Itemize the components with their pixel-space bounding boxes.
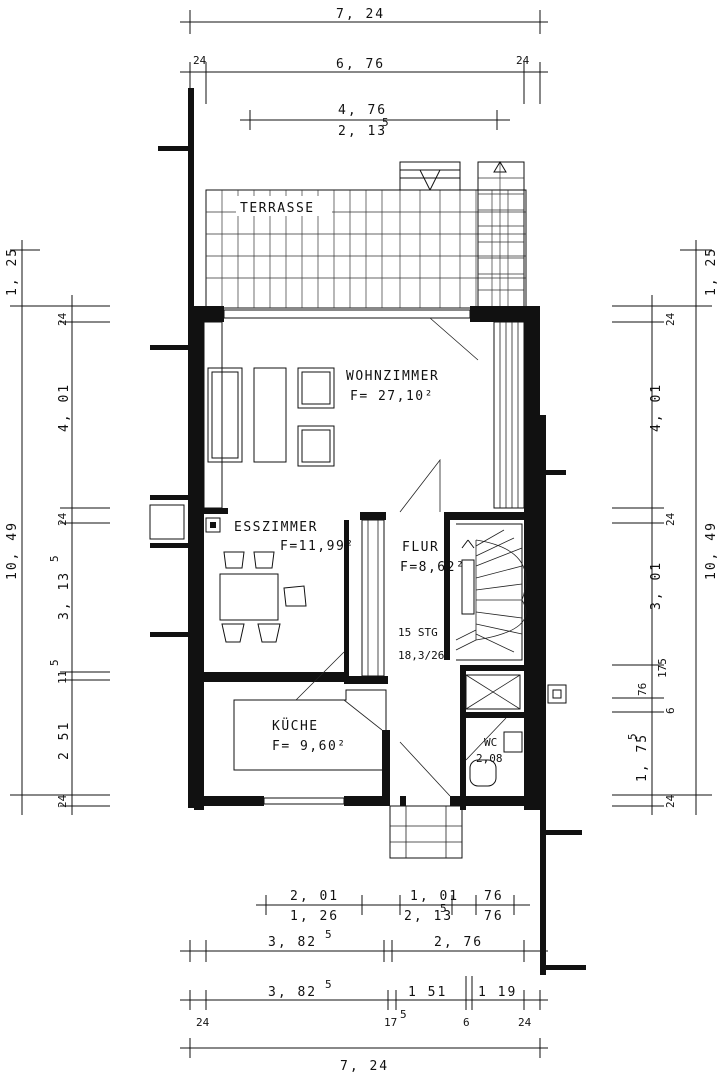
walls	[149, 88, 586, 975]
dim-left-w4: 24	[56, 794, 69, 808]
dim-right-wc: 1, 75	[635, 733, 650, 782]
dim-right-w4: 24	[664, 794, 677, 808]
wohnzimmer-area: F= 27,10²	[350, 389, 434, 404]
dim-b-r3a: 3, 82	[268, 985, 317, 1000]
dim-b-r1d-sup: 5	[440, 902, 447, 915]
top-dimensions: 7, 24 24 24 6, 76 4, 76 2, 13 5	[180, 7, 548, 139]
dim-left-terrace: 1, 25	[5, 247, 20, 296]
stairs-ratio: 18,3/26	[398, 649, 444, 662]
dim-b-r1d: 2, 13	[404, 909, 453, 924]
bottom-dimensions: 2, 01 1, 26 1, 01 2, 13 5 76 76 3, 82 5 …	[180, 889, 548, 1074]
stairs	[455, 523, 527, 661]
dim-left-ess: 3, 13	[57, 571, 72, 620]
dim-b-r4c: 6	[463, 1016, 470, 1029]
dim-b-r1f: 76	[484, 909, 504, 924]
dim-top-wall-left: 24	[193, 54, 207, 67]
dim-b-r1a: 2, 01	[290, 889, 339, 904]
dim-b-r3c: 1 19	[478, 985, 517, 1000]
dim-top-terrace: 4, 76	[338, 103, 387, 118]
wohnzimmer-label: WOHNZIMMER	[346, 369, 439, 384]
dim-left-w1: 24	[56, 312, 69, 326]
furniture	[207, 317, 523, 797]
dim-left-w2: 24	[56, 512, 69, 526]
kueche-area: F= 9,60²	[272, 739, 347, 754]
dim-b-r4b-sup: 5	[400, 1008, 407, 1021]
dim-right-total: 10, 49	[704, 521, 719, 580]
dim-right-d1: 76	[636, 683, 649, 696]
dim-top-terrace-sub: 2, 13	[338, 124, 387, 139]
room-labels: WOHNZIMMER F= 27,10² ESSZIMMER F=11,99² …	[234, 369, 503, 765]
dim-top-inner: 6, 76	[336, 57, 385, 72]
dim-b-total: 7, 24	[340, 1059, 389, 1074]
dim-b-r3a-sup: 5	[325, 978, 332, 991]
right-dimensions: 1, 25 24 4, 01 24 3, 01 175 76 6 1, 75 5…	[612, 240, 719, 815]
dim-b-r4a: 24	[196, 1016, 210, 1029]
dim-b-r4d: 24	[518, 1016, 532, 1029]
dim-right-flur: 3, 01	[649, 561, 664, 610]
entrance	[389, 805, 463, 859]
terrace: TERRASSE	[205, 161, 527, 309]
dim-left-w3: 11	[56, 671, 69, 684]
dim-b-r2b: 2, 76	[434, 935, 483, 950]
dim-b-r3b: 1 51	[408, 985, 447, 1000]
dim-top-terrace-sup: 5	[382, 116, 389, 129]
wc-label: WC	[484, 736, 497, 749]
flur-area: F=8,62²	[400, 560, 465, 575]
dim-right-wohn: 4, 01	[649, 383, 664, 432]
dim-b-r1b: 1, 26	[290, 909, 339, 924]
dim-left-wohn: 4, 01	[57, 383, 72, 432]
dim-b-r1e: 76	[484, 889, 504, 904]
left-dimensions: 1, 25 24 4, 01 24 3, 13 5 11 5 2 51 24 1…	[5, 240, 110, 815]
esszimmer-area: F=11,99²	[280, 539, 355, 554]
dim-right-w2: 24	[664, 512, 677, 526]
dim-b-r2a: 3, 82	[268, 935, 317, 950]
dim-right-wc-sup: 5	[626, 733, 639, 740]
dim-b-r4b: 17	[384, 1016, 397, 1029]
flur-label: FLUR	[402, 540, 439, 555]
dim-left-ess-sup: 5	[48, 555, 61, 562]
wc-area: 2,08	[476, 752, 503, 765]
dim-right-terrace: 1, 25	[704, 247, 719, 296]
dim-left-kueche: 2 51	[57, 721, 72, 760]
terrasse-label: TERRASSE	[240, 201, 315, 216]
dim-right-w1: 24	[664, 312, 677, 326]
stairs-count: 15 STG	[398, 626, 438, 639]
kueche-label: KÜCHE	[272, 717, 319, 734]
dim-b-r1c: 1, 01	[410, 889, 459, 904]
dim-top-total: 7, 24	[336, 7, 385, 22]
esszimmer-label: ESSZIMMER	[234, 520, 318, 535]
dim-top-wall-right: 24	[516, 54, 530, 67]
dim-left-w3-sup: 5	[48, 659, 61, 666]
dim-left-total: 10, 49	[5, 521, 20, 580]
dim-right-w3: 175	[656, 658, 669, 678]
dim-right-d2: 6	[664, 707, 677, 714]
dim-b-r2a-sup: 5	[325, 928, 332, 941]
